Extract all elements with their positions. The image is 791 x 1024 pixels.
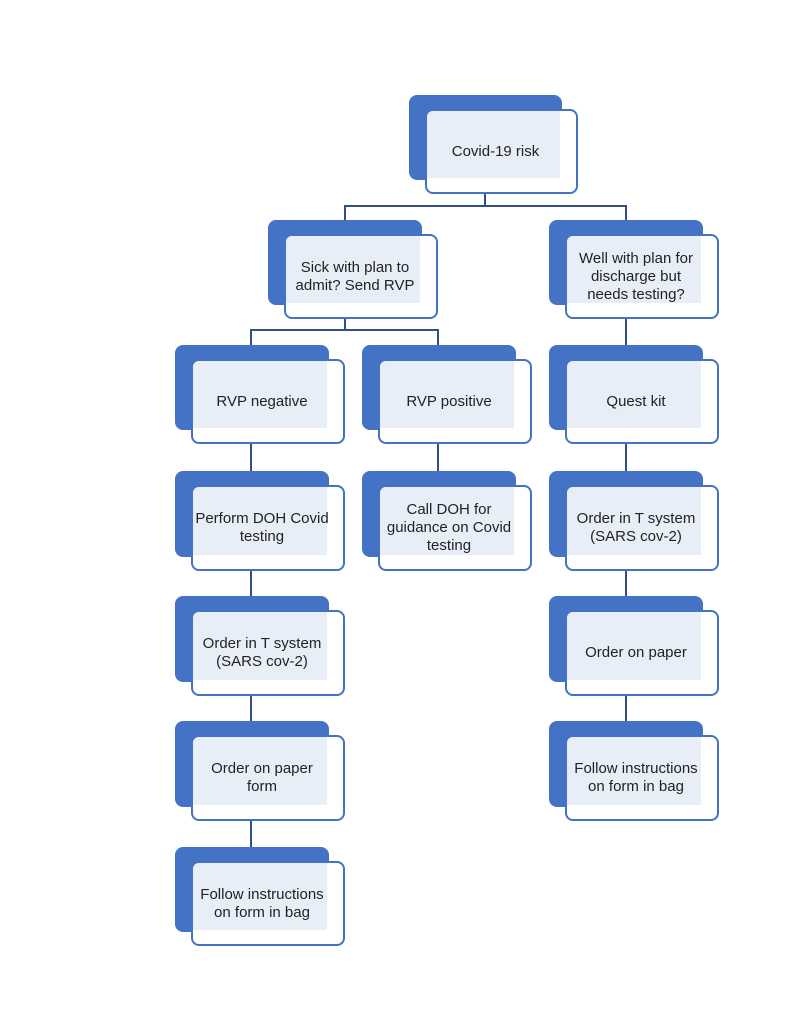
node-label: Perform DOH Covid testing [195, 510, 329, 545]
node-rvp-negative: RVP negative [175, 345, 345, 444]
connector [344, 318, 346, 330]
connector [250, 820, 252, 861]
connector [625, 443, 627, 485]
connector [250, 695, 252, 735]
node-label: Quest kit [606, 392, 666, 410]
node-rvp-positive: RVP positive [362, 345, 532, 444]
node-label: Call DOH for guidance on Covid testing [386, 501, 512, 554]
node-order-paper-form: Order on paper form [175, 721, 345, 821]
node-label: Follow instructions on form in bag [200, 885, 324, 921]
node-follow-right: Follow instructions on form in bag [549, 721, 719, 821]
connector [484, 193, 486, 206]
node-perform-doh: Perform DOH Covid testing [175, 471, 345, 571]
connector [625, 205, 627, 234]
connector [437, 443, 439, 485]
node-label: Order in T system (SARS cov-2) [576, 510, 696, 545]
node-label: Sick with plan to admit? Send RVP [295, 258, 415, 294]
node-call-doh: Call DOH for guidance on Covid testing [362, 471, 532, 571]
connector [250, 570, 252, 610]
connector [437, 329, 439, 359]
connector [344, 205, 626, 207]
node-root: Covid-19 risk [409, 95, 578, 194]
node-order-paper: Order on paper [549, 596, 719, 696]
connector [625, 318, 627, 360]
node-sick: Sick with plan to admit? Send RVP [268, 220, 438, 319]
node-follow-left: Follow instructions on form in bag [175, 847, 345, 946]
node-label: Order on paper form [211, 760, 313, 795]
node-label: Well with plan for discharge but needs t… [579, 249, 693, 303]
node-order-t-left: Order in T system (SARS cov-2) [175, 596, 345, 696]
connector [625, 570, 627, 610]
connector [344, 205, 346, 234]
node-label: RVP positive [406, 392, 492, 410]
connector [250, 329, 438, 331]
node-label: Follow instructions on form in bag [574, 760, 698, 795]
node-label: Covid-19 risk [451, 142, 540, 160]
node-label: Order on paper [585, 644, 687, 661]
node-well: Well with plan for discharge but needs t… [549, 220, 719, 319]
connector [625, 695, 627, 735]
node-label: Order in T system (SARS cov-2) [202, 635, 322, 670]
connector [250, 329, 252, 359]
connector [250, 443, 252, 485]
node-order-t-right: Order in T system (SARS cov-2) [549, 471, 719, 571]
node-label: RVP negative [216, 392, 308, 410]
node-quest-kit: Quest kit [549, 345, 719, 444]
